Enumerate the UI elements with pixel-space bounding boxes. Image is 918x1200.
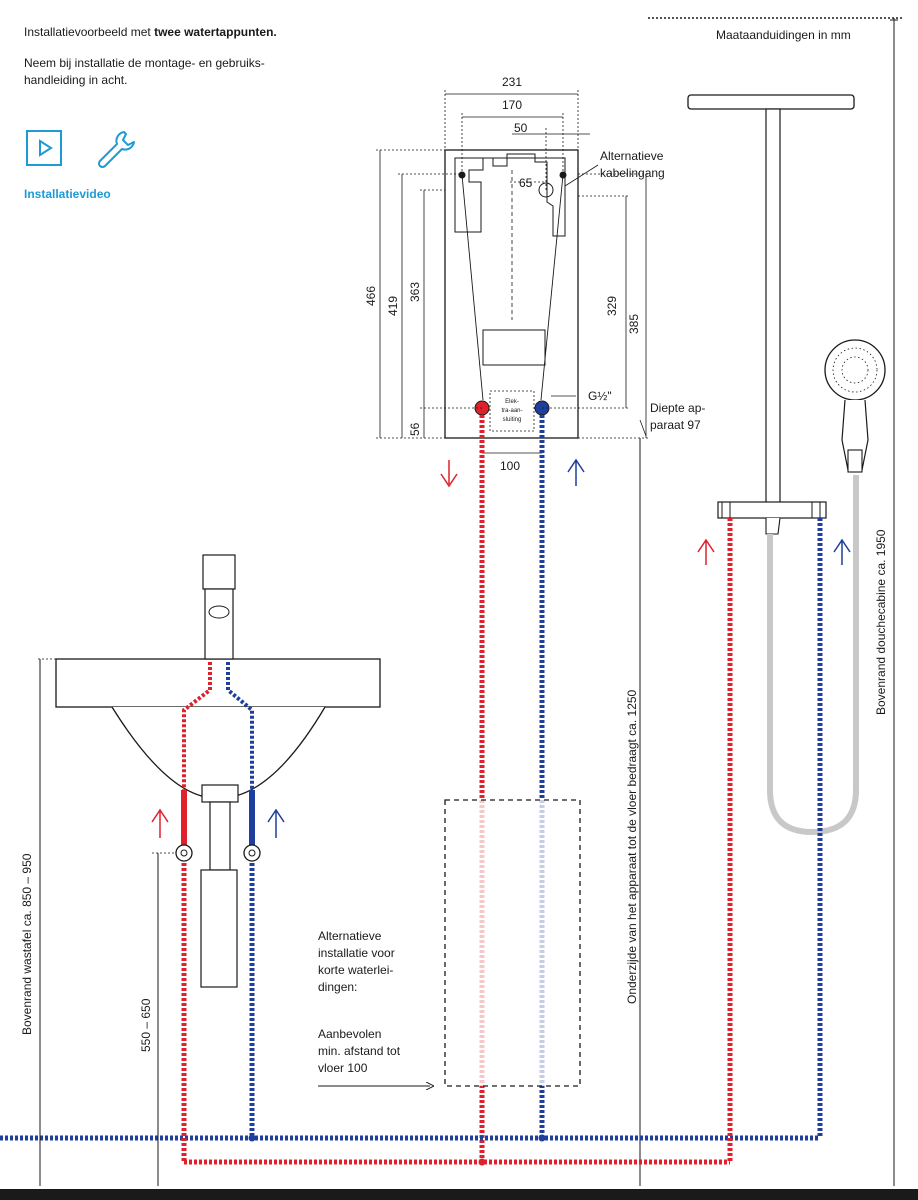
dim-385: 385 <box>627 313 641 334</box>
electrical-label-line1: Elek- <box>505 399 519 405</box>
units-label: Maataanduidingen in mm <box>716 28 851 42</box>
manual-note-line2: handleiding in acht. <box>24 73 128 87</box>
dim-100: 100 <box>500 459 521 473</box>
dim-363: 363 <box>408 281 422 302</box>
manual-note-line1: Neem bij installatie de montage- en gebr… <box>24 56 265 70</box>
basin-hot-arrow <box>151 808 169 838</box>
valve-height-label: 550 – 650 <box>139 998 153 1052</box>
dim-419: 419 <box>386 295 400 316</box>
alt-cable-label-line2: kabelingang <box>600 166 665 180</box>
alternative-install-box <box>444 799 581 1087</box>
dim-50: 50 <box>514 121 528 135</box>
shower <box>687 94 886 836</box>
intro-text: Installatievoorbeeld met twee watertappu… <box>24 24 277 41</box>
device-floor-label: Onderzijde van het apparaat tot de vloer… <box>625 689 639 1004</box>
intro-bold: twee watertappunten. <box>154 25 277 39</box>
top-dimensions <box>444 90 599 190</box>
right-dimensions <box>482 173 650 454</box>
thread-label: G½" <box>588 389 612 403</box>
alt-install-line1: Alternatieve <box>318 929 382 943</box>
dim-170: 170 <box>502 98 523 112</box>
wrench-icon[interactable] <box>94 126 140 172</box>
floor-line <box>0 1189 918 1200</box>
alt-install-line4: dingen: <box>318 980 358 994</box>
dim-329: 329 <box>605 295 619 316</box>
washbasin <box>55 554 381 988</box>
recommended-line1: Aanbevolen <box>318 1027 382 1041</box>
dim-65: 65 <box>519 176 533 190</box>
shower-cold-arrow <box>833 538 851 565</box>
alt-install-line3: korte waterlei- <box>318 963 394 977</box>
left-dimensions <box>376 149 482 439</box>
depth-label-line2: paraat 97 <box>650 418 701 432</box>
hot-out-arrow <box>440 460 458 488</box>
shower-height-label: Bovenrand douchecabine ca. 1950 <box>874 529 888 715</box>
shower-hot-arrow <box>697 538 715 565</box>
installation-video-link[interactable]: Installatievideo <box>24 187 111 201</box>
alt-cable-label-line1: Alternatieve <box>600 149 664 163</box>
play-icon[interactable] <box>26 130 62 166</box>
recommended-line3: vloer 100 <box>318 1061 368 1075</box>
intro-prefix: Installatievoorbeeld met <box>24 25 155 39</box>
electrical-label-line3: sluiting <box>502 417 522 423</box>
electrical-label-line2: tra-aan- <box>501 408 523 414</box>
dim-466: 466 <box>364 285 378 306</box>
basin-height-label: Bovenrand wastafel ca. 850 – 950 <box>20 853 34 1035</box>
dim-231: 231 <box>502 75 523 89</box>
depth-label-line1: Diepte ap- <box>650 401 706 415</box>
water-heater <box>444 149 579 439</box>
dim-56: 56 <box>408 422 422 436</box>
recommended-line2: min. afstand tot <box>318 1044 401 1058</box>
cold-in-arrow <box>567 458 585 486</box>
basin-cold-arrow <box>267 808 285 838</box>
alt-install-line2: installatie voor <box>318 946 395 960</box>
